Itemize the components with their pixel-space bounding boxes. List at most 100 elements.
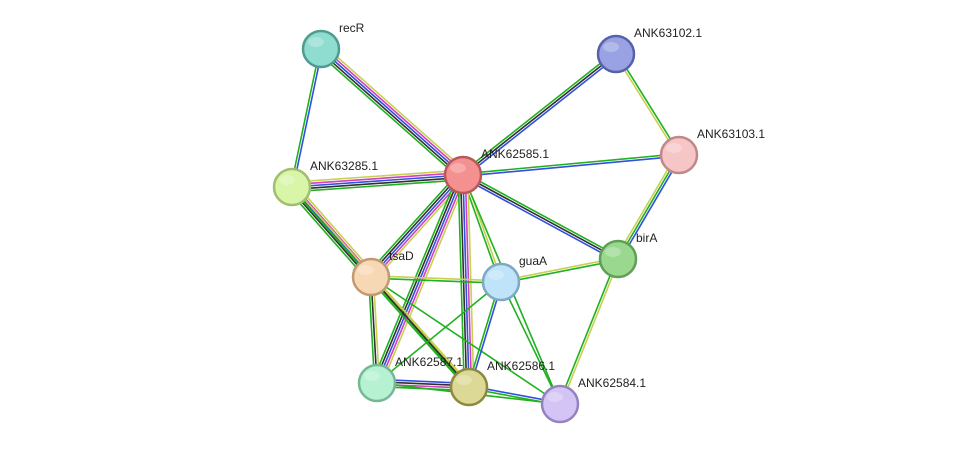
node-highlight	[279, 175, 295, 185]
edge-recr-ank63285-1	[290, 48, 323, 188]
edge-evidence-line	[291, 174, 464, 188]
edge-evidence-line	[290, 48, 321, 187]
edge-evidence-line	[366, 171, 461, 275]
node-ank62587-1[interactable]: ANK62587.1	[357, 355, 463, 403]
edge-evidence-line	[558, 258, 618, 404]
node-label: ANK63103.1	[697, 127, 765, 141]
edge-evidence-line	[287, 189, 368, 281]
node-label: ANK62587.1	[395, 355, 463, 369]
node-circle[interactable]	[481, 262, 521, 302]
node-recr[interactable]: recR	[301, 21, 365, 69]
edge-ank63102-1-ank63103-1	[614, 52, 681, 157]
node-ank63103-1[interactable]: ANK63103.1	[659, 127, 765, 175]
edge-guaa-ank62584-1	[500, 281, 561, 405]
edge-evidence-line	[501, 259, 619, 284]
edge-evidence-line	[614, 54, 679, 157]
node-ank62584-1[interactable]: ANK62584.1	[540, 376, 646, 424]
node-highlight	[547, 392, 563, 402]
edge-tsad-ank62584-1	[370, 276, 561, 405]
node-circle[interactable]	[659, 135, 699, 175]
edge-evidence-line	[462, 153, 679, 175]
edge-evidence-line	[616, 52, 681, 155]
edge-ank63285-1-ank62585-1	[291, 169, 464, 193]
edge-ank63103-1-bira	[615, 153, 682, 261]
edge-evidence-line	[463, 172, 620, 258]
edge-evidence-line	[291, 169, 463, 184]
edge-evidence-line	[376, 174, 464, 384]
edges-layer	[287, 44, 682, 406]
node-label: guaA	[519, 254, 547, 268]
edge-evidence-line	[371, 275, 502, 282]
node-highlight	[603, 42, 619, 52]
node-circle[interactable]	[301, 29, 341, 69]
edge-evidence-line	[617, 154, 680, 260]
node-label: ANK62586.1	[487, 359, 555, 373]
node-circle[interactable]	[351, 257, 391, 297]
edge-evidence-line	[292, 49, 323, 188]
edge-evidence-line	[368, 172, 462, 276]
edge-ank62585-1-bira	[461, 172, 620, 262]
node-label: ANK63285.1	[310, 159, 378, 173]
edge-guaa-bira	[500, 257, 619, 284]
edge-evidence-line	[463, 55, 618, 178]
node-highlight	[364, 371, 380, 381]
node-circle[interactable]	[540, 384, 580, 424]
node-label: ANK62584.1	[578, 376, 646, 390]
node-circle[interactable]	[272, 167, 312, 207]
edge-evidence-line	[289, 188, 370, 280]
node-highlight	[308, 37, 324, 47]
node-ank63285-1[interactable]: ANK63285.1	[272, 159, 378, 207]
node-circle[interactable]	[449, 367, 489, 407]
edge-recr-ank62585-1	[317, 44, 467, 180]
edge-evidence-line	[370, 276, 470, 388]
node-ank63102-1[interactable]: ANK63102.1	[596, 26, 702, 74]
edge-evidence-line	[322, 46, 466, 174]
edge-evidence-line	[320, 48, 464, 176]
node-circle[interactable]	[598, 239, 638, 279]
node-highlight	[666, 143, 682, 153]
edge-evidence-line	[462, 53, 617, 176]
node-ank62585-1[interactable]: ANK62585.1	[443, 147, 549, 195]
node-circle[interactable]	[596, 34, 636, 74]
node-circle[interactable]	[443, 155, 483, 195]
edge-evidence-line	[500, 257, 618, 282]
edge-evidence-line	[292, 176, 464, 191]
node-bira[interactable]: birA	[598, 231, 657, 279]
node-label: ANK63102.1	[634, 26, 702, 40]
edge-evidence-line	[500, 281, 561, 405]
node-highlight	[488, 270, 504, 280]
edge-evidence-line	[466, 174, 475, 387]
edge-evidence-line	[464, 174, 473, 387]
node-label: recR	[339, 21, 365, 35]
node-tsad[interactable]: tsaD	[351, 249, 414, 297]
node-guaa[interactable]: guaA	[481, 254, 547, 302]
edge-evidence-line	[462, 174, 619, 260]
node-highlight	[450, 163, 466, 173]
edge-evidence-line	[295, 183, 376, 275]
node-label: birA	[636, 231, 657, 245]
edge-evidence-line	[462, 174, 470, 388]
edge-ank63102-1-ank62585-1	[461, 51, 618, 178]
edge-evidence-line	[317, 51, 461, 180]
node-ank62586-1[interactable]: ANK62586.1	[449, 359, 555, 407]
node-highlight	[605, 247, 621, 257]
edge-evidence-line	[615, 153, 678, 259]
node-highlight	[456, 375, 472, 385]
edge-tsad-guaa	[370, 275, 502, 284]
edge-evidence-line	[560, 259, 620, 405]
edge-evidence-line	[372, 274, 472, 386]
edge-evidence-line	[461, 51, 616, 174]
edge-ank63103-1-ank62585-1	[462, 153, 680, 177]
edge-evidence-line	[370, 276, 561, 405]
node-circle[interactable]	[357, 363, 397, 403]
node-label: tsaD	[389, 249, 414, 263]
edge-evidence-line	[323, 44, 467, 173]
edge-evidence-line	[318, 50, 462, 178]
edge-evidence-line	[291, 171, 463, 186]
node-highlight	[358, 265, 374, 275]
edge-tsad-ank62586-1	[368, 274, 472, 390]
node-label: ANK62585.1	[481, 147, 549, 161]
edge-evidence-line	[461, 176, 618, 262]
